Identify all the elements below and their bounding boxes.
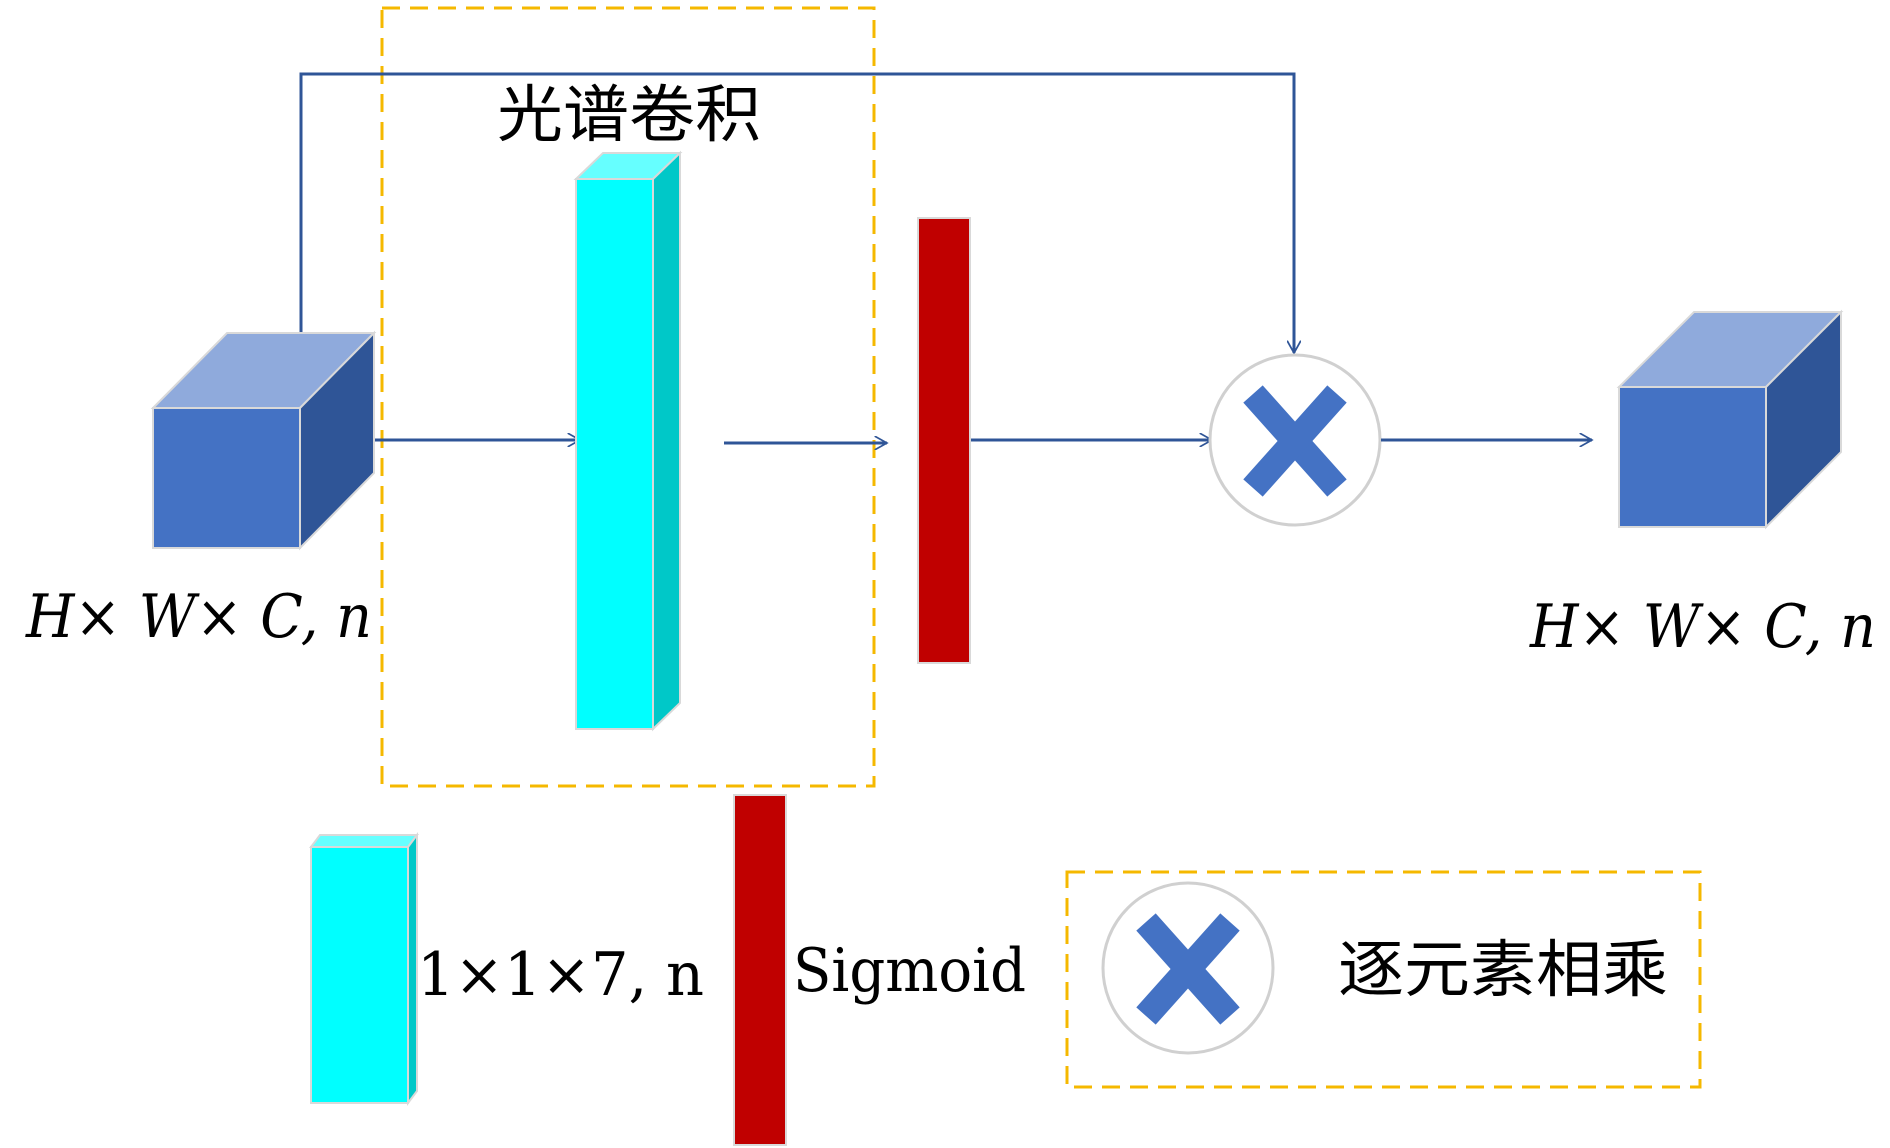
conv-block-front xyxy=(575,178,654,730)
input-dims-label: H× W× C, n xyxy=(25,582,372,652)
legend-multiply-label: 逐元素相乘 xyxy=(1338,933,1668,1006)
spectral-conv-block xyxy=(573,150,683,732)
multiply-x-icon xyxy=(1243,385,1347,497)
legend-multiply-x-icon xyxy=(1136,913,1240,1025)
sigmoid-bar xyxy=(917,217,971,664)
legend-conv-label: 1×1×7, n xyxy=(417,940,704,1010)
legend-sigmoid-bar xyxy=(733,794,787,1146)
multiply-node xyxy=(1208,353,1382,527)
legend-conv-block xyxy=(309,832,419,1106)
output-cube-front xyxy=(1618,386,1767,528)
input-feature-cube xyxy=(150,330,377,551)
spectral-conv-title: 光谱卷积 xyxy=(497,78,761,151)
legend-conv-side xyxy=(407,832,418,1106)
legend-multiply-node xyxy=(1101,881,1275,1055)
legend-conv-front xyxy=(310,846,409,1104)
legend-sigmoid-label: Sigmoid xyxy=(793,936,1026,1006)
skip-connection-line xyxy=(299,72,1294,353)
input-cube-front xyxy=(152,407,301,549)
legend-multiply-dashed-box xyxy=(1065,870,1702,1089)
output-dims-label: H× W× C, n xyxy=(1529,592,1876,662)
legend-conv-top xyxy=(309,834,419,848)
output-feature-cube xyxy=(1616,309,1844,530)
conv-block-side xyxy=(652,150,681,732)
spectral-conv-dashed-box xyxy=(380,6,876,788)
